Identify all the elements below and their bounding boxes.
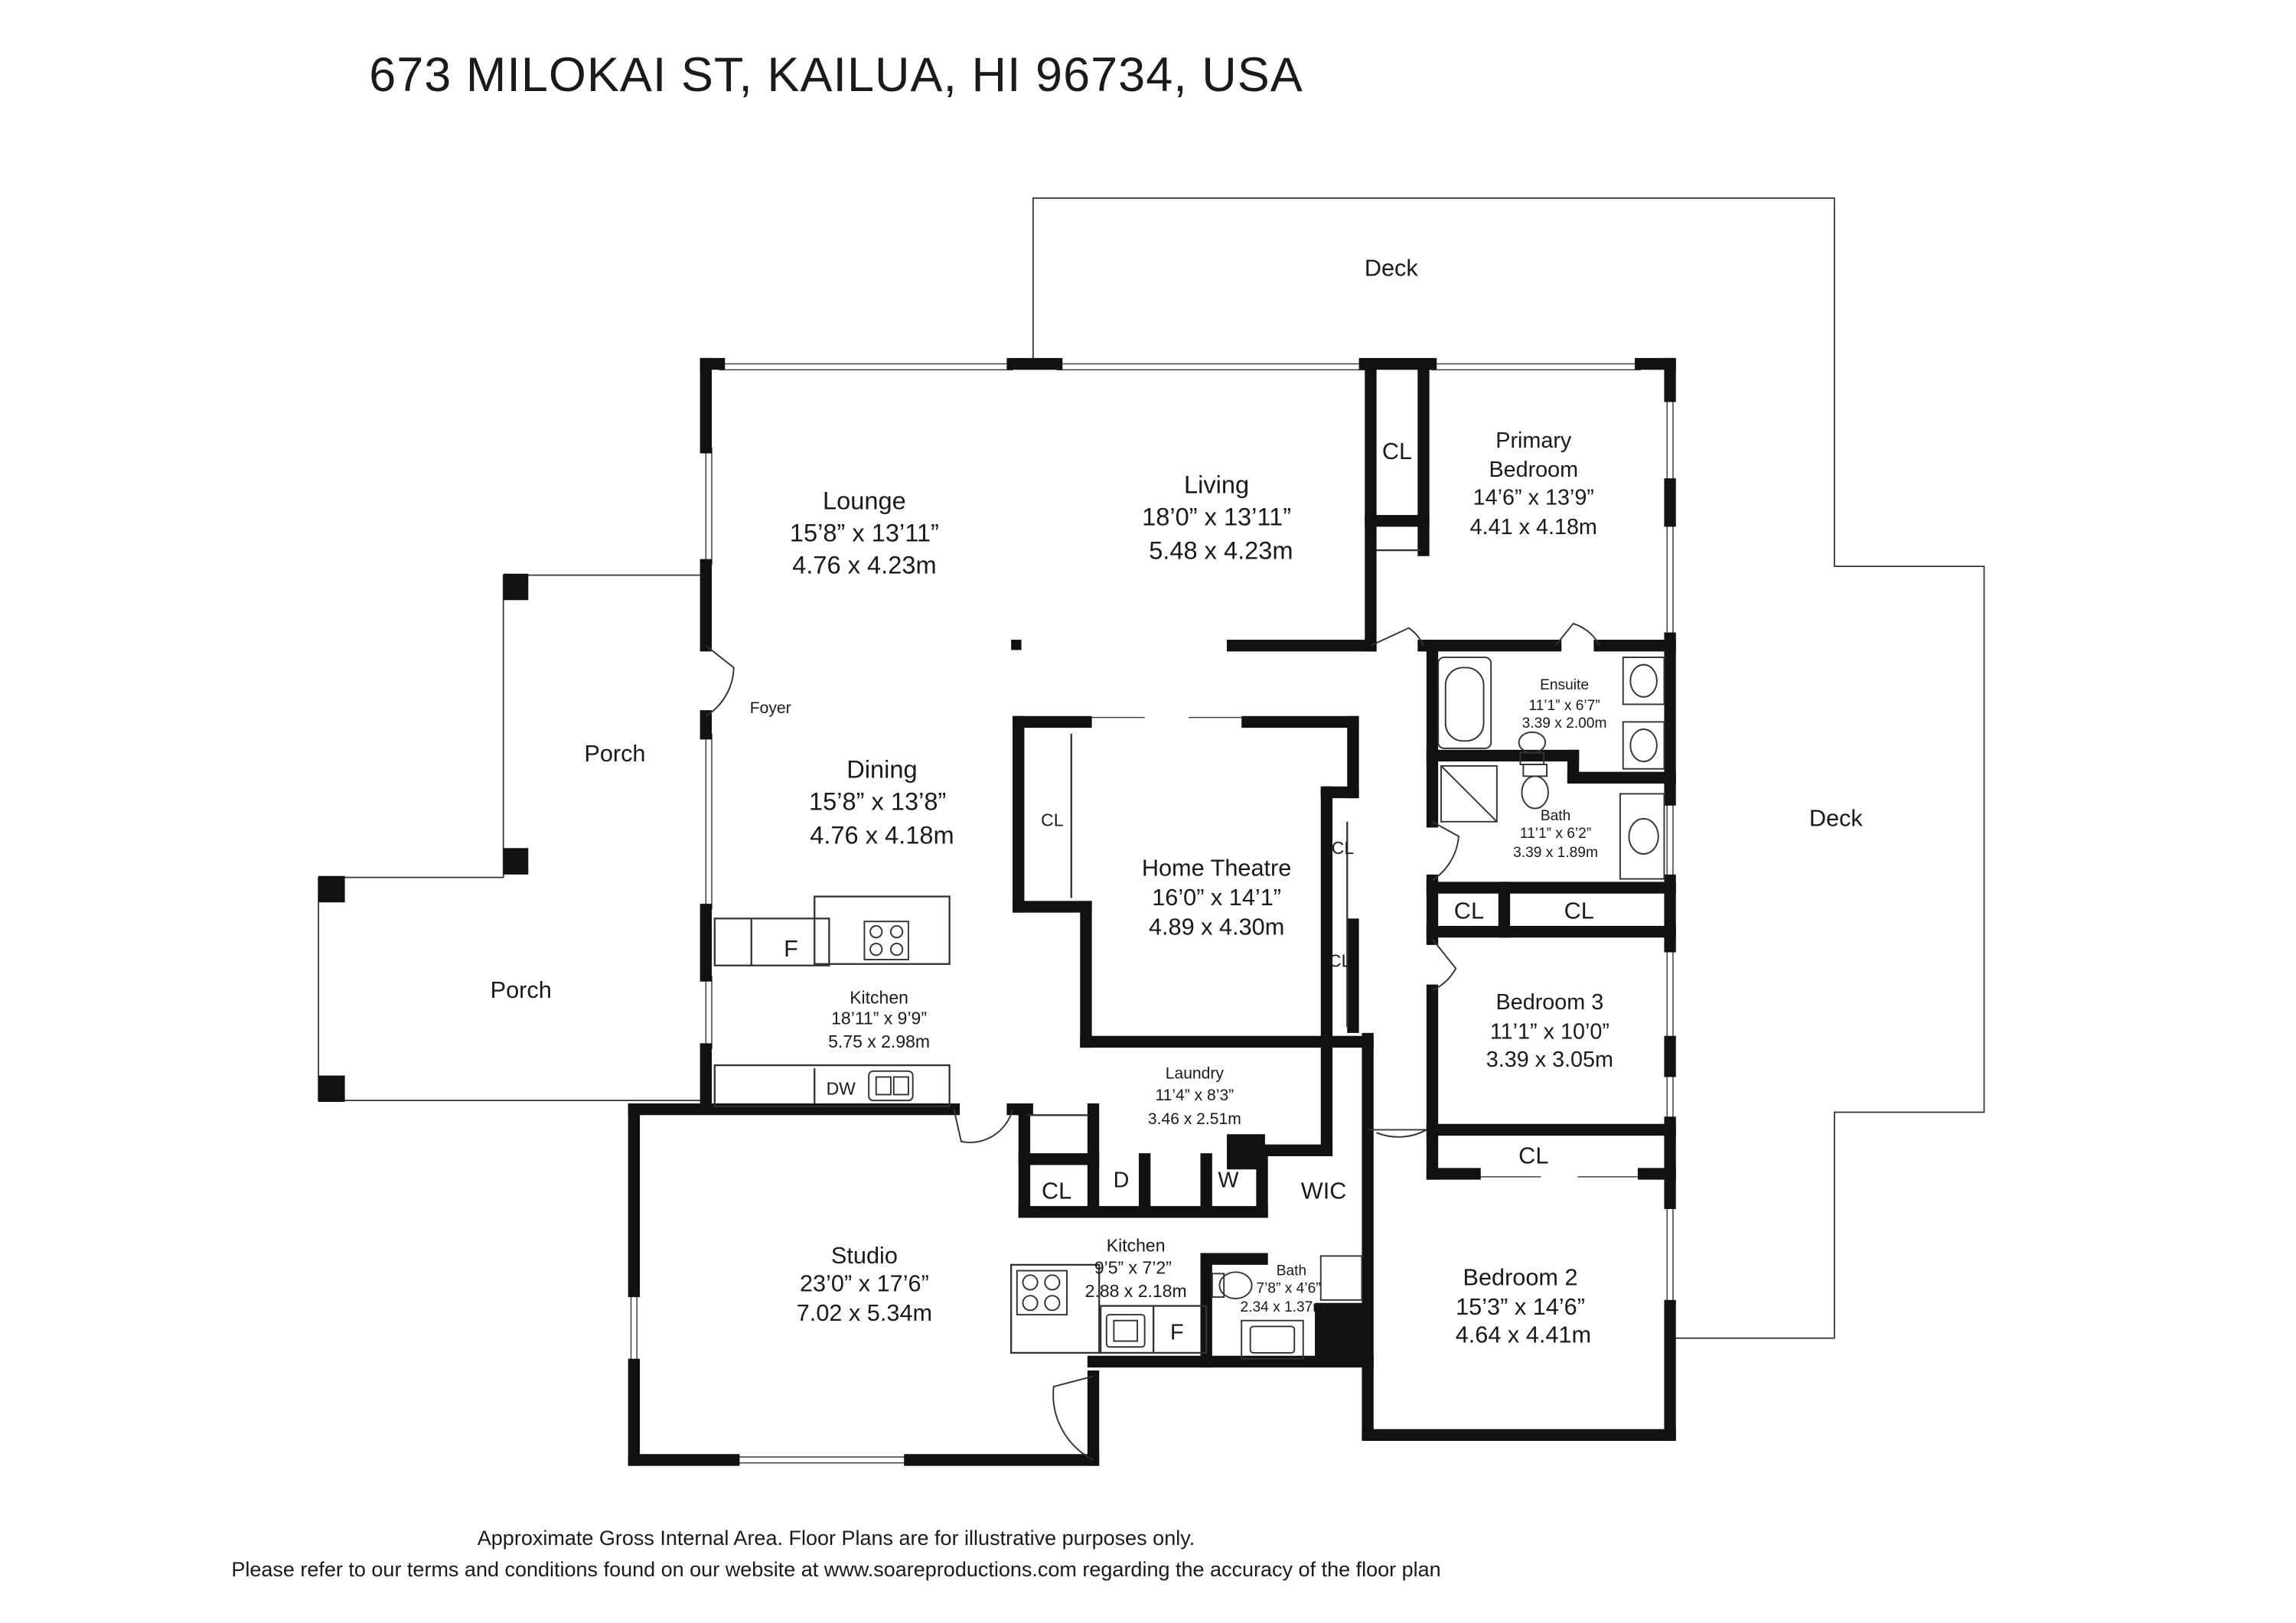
closet-label-bath-left: CL [1454, 897, 1484, 924]
bedroom2-metric: 4.64 x 4.41m [1456, 1322, 1591, 1348]
studio-kitchen-imperial: 9’5” x 7’2” [1094, 1257, 1172, 1277]
studio-bath-name: Bath [1277, 1263, 1306, 1279]
living-metric: 5.48 x 4.23m [1149, 536, 1293, 565]
dining-metric: 4.76 x 4.18m [810, 821, 954, 849]
footer-disclaimer: Approximate Gross Internal Area. Floor P… [477, 1527, 1195, 1550]
closet-label-bath-right: CL [1564, 897, 1594, 924]
home-theatre-name: Home Theatre [1142, 855, 1292, 882]
fridge-label-studio: F [1170, 1321, 1184, 1345]
wic-label: WIC [1301, 1178, 1347, 1204]
deck-right-label: Deck [1809, 805, 1864, 832]
stove-icon-studio [1016, 1269, 1068, 1316]
porch-upper-label: Porch [584, 740, 645, 767]
primary-bedroom-name-2: Bedroom [1489, 458, 1578, 482]
closet-label-theatre: CL [1041, 810, 1064, 830]
porch-lower-label: Porch [491, 976, 552, 1003]
lounge-name: Lounge [823, 486, 906, 514]
deck-outline [1032, 197, 1985, 1339]
porch-posts [318, 573, 529, 1103]
kitchen-imperial: 18’11” x 9’9” [831, 1008, 927, 1028]
bath-sink-icon [1619, 793, 1665, 880]
closet-label-primary: CL [1382, 438, 1412, 464]
fixtures-art [863, 657, 1665, 1360]
shower-icon [1440, 764, 1498, 823]
laundry-metric: 3.46 x 2.51m [1148, 1110, 1241, 1128]
home-theatre-metric: 4.89 x 4.30m [1149, 913, 1284, 940]
lounge-metric: 4.76 x 4.23m [792, 551, 936, 579]
primary-bedroom-metric: 4.41 x 4.18m [1470, 515, 1597, 539]
bedroom3-imperial: 11’1” x 10’0” [1490, 1020, 1609, 1045]
bath-name: Bath [1541, 808, 1570, 824]
ensuite-metric: 3.39 x 2.00m [1522, 715, 1607, 732]
closet-label-hall-lower: CL [1329, 951, 1352, 971]
bathtub-icon [1437, 657, 1492, 749]
ensuite-imperial: 11’1” x 6’7” [1528, 698, 1600, 714]
studio-bath-metric: 2.34 x 1.37m [1241, 1299, 1326, 1315]
bath-metric: 3.39 x 1.89m [1513, 845, 1598, 861]
walls [628, 357, 1676, 1466]
interior-lines [713, 549, 1421, 1354]
deck-top-label: Deck [1365, 254, 1419, 281]
primary-bedroom-name-1: Primary [1495, 429, 1572, 453]
living-imperial: 18’0” x 13’11” [1142, 502, 1291, 530]
closet-label-hall-upper: CL [1332, 838, 1355, 858]
fridge-label-kitchen: F [784, 935, 798, 962]
porch-outline [318, 574, 700, 1101]
closet-label-bedroom2: CL [1518, 1142, 1548, 1169]
dishwasher-label: DW [827, 1078, 856, 1098]
dining-imperial: 15’8” x 13’8” [809, 787, 946, 815]
property-address: 673 MILOKAI ST, KAILUA, HI 96734, USA [369, 48, 1303, 102]
bedroom2-name: Bedroom 2 [1463, 1264, 1578, 1291]
living-name: Living [1184, 470, 1249, 498]
toilet-icon-bath [1521, 764, 1549, 810]
door-swings [705, 622, 1600, 1461]
foyer-label: Foyer [750, 699, 791, 717]
sink-icon [868, 1070, 914, 1102]
bath-imperial: 11’1” x 6’2” [1520, 826, 1591, 842]
closet-label-laundry: CL [1042, 1178, 1071, 1204]
bedroom3-name: Bedroom 3 [1496, 990, 1604, 1015]
ensuite-sinks-icon [1622, 657, 1665, 770]
dryer-label: D [1114, 1168, 1130, 1192]
studio-bath-imperial: 7’8” x 4’6” [1257, 1280, 1321, 1296]
studio-toilet-icon [1211, 1271, 1253, 1299]
laundry-name: Laundry [1166, 1064, 1225, 1082]
home-theatre-imperial: 16’0” x 14’1” [1152, 884, 1281, 911]
wall-blocks [1011, 640, 1365, 1365]
studio-shower-icon [1319, 1255, 1363, 1301]
windows [630, 363, 1674, 1464]
lounge-imperial: 15’8” x 13’11” [790, 519, 939, 547]
labels: Deck Deck Porch Porch Lounge 15’8” x 13’… [491, 254, 1864, 1348]
studio-imperial: 23’0” x 17’6” [800, 1269, 929, 1296]
bedroom2-imperial: 15’3” x 14’6” [1456, 1293, 1585, 1320]
kitchen-metric: 5.75 x 2.98m [828, 1031, 930, 1051]
stove-icon [863, 921, 909, 961]
studio-name: Studio [831, 1242, 898, 1269]
studio-sink-icon [1241, 1319, 1304, 1360]
primary-bedroom-imperial: 14’6” x 13’9” [1473, 486, 1594, 510]
studio-kitchen-name: Kitchen [1107, 1236, 1166, 1256]
washer-label: W [1218, 1168, 1239, 1192]
dining-name: Dining [846, 754, 917, 783]
bedroom3-metric: 3.39 x 3.05m [1486, 1048, 1613, 1072]
kitchen-name: Kitchen [850, 988, 908, 1008]
sink-icon-studio [1105, 1314, 1146, 1348]
studio-kitchen-metric: 2.88 x 2.18m [1085, 1281, 1187, 1301]
studio-metric: 7.02 x 5.34m [797, 1299, 932, 1326]
footer-terms: Please refer to our terms and conditions… [231, 1558, 1441, 1581]
laundry-imperial: 11’4” x 8’3” [1155, 1087, 1234, 1104]
ensuite-name: Ensuite [1540, 677, 1589, 693]
